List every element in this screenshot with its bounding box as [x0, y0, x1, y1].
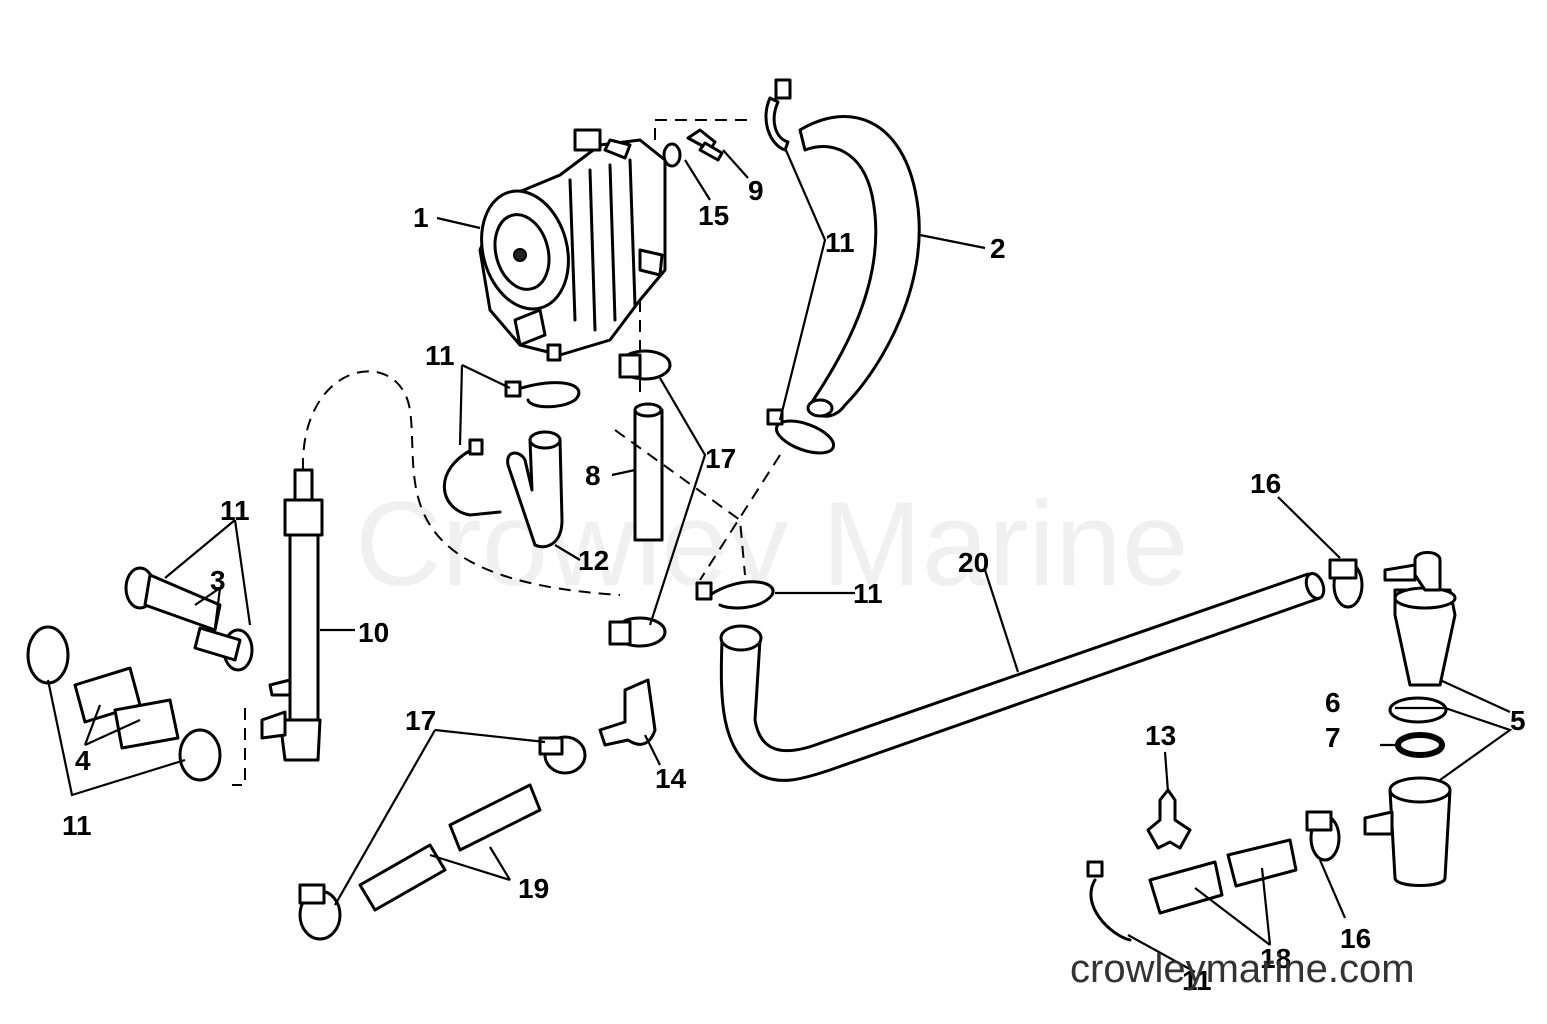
- dashed-line-fuel-loop: [301, 370, 621, 596]
- part-13-fitting: [1146, 788, 1192, 850]
- part-11-clamp-mid: [504, 380, 581, 409]
- callout-14: 14: [655, 763, 687, 794]
- part-4-fittings: [26, 625, 222, 782]
- part-16-clamp-top: [1328, 558, 1364, 609]
- callouts: 1 2 3 4 5 6 7 8 9 10 11 11 11 11 11 11 1…: [62, 175, 1526, 996]
- part-1-fuel-pump: [478, 128, 667, 362]
- callout-11-mid: 11: [425, 340, 455, 371]
- callout-12: 12: [578, 545, 609, 576]
- callout-8: 8: [585, 460, 601, 491]
- site-url: crowleymarine.com: [1070, 947, 1415, 991]
- part-19-hoses: [358, 783, 542, 912]
- callout-9: 9: [748, 175, 764, 206]
- callout-18: 18: [1260, 943, 1291, 974]
- callout-16-top: 16: [1250, 468, 1281, 499]
- part-11-clamp-top: [764, 78, 792, 152]
- part-16-clamp-bottom: [1305, 810, 1341, 862]
- part-9-bolt: [686, 128, 724, 162]
- part-7-gasket: [1395, 732, 1445, 758]
- part-17-clamp-bottom-left: [298, 883, 342, 941]
- part-17-clamp-top: [618, 349, 672, 381]
- callout-11-right: 11: [853, 578, 883, 609]
- callout-20: 20: [958, 547, 989, 578]
- callout-5: 5: [1510, 705, 1526, 736]
- callout-11-top: 11: [825, 227, 855, 258]
- callout-15: 15: [698, 200, 729, 231]
- callout-11-bottom-left: 11: [62, 810, 92, 841]
- callout-3: 3: [210, 565, 226, 596]
- part-6-o-ring: [1388, 696, 1448, 724]
- dashed-line-left: [232, 708, 246, 786]
- callout-10: 10: [358, 617, 389, 648]
- part-11-clamp-bottom-right: [1086, 860, 1132, 942]
- part-3-fitting-upper: [124, 566, 222, 632]
- callout-19: 19: [518, 873, 549, 904]
- callout-16-bottom: 16: [1340, 923, 1371, 954]
- callout-1: 1: [413, 202, 429, 233]
- callout-7: 7: [1325, 722, 1341, 753]
- callout-17-right: 17: [705, 443, 736, 474]
- callout-13: 13: [1145, 720, 1176, 751]
- part-18-hoses: [1148, 838, 1298, 915]
- part-5-filter-top: [1383, 551, 1457, 687]
- callout-2: 2: [990, 233, 1006, 264]
- dashed-line-pump-to-hose: [654, 119, 750, 140]
- callout-11-bottom-right: 11: [1182, 965, 1212, 996]
- part-15-washer: [662, 142, 682, 168]
- part-17-clamp-bottom: [608, 616, 667, 648]
- dashed-line-tube-to-20: [614, 429, 746, 576]
- dashed-line-clamp: [699, 454, 781, 581]
- part-5-filter-bowl: [1363, 776, 1452, 887]
- callout-4: 4: [75, 745, 91, 776]
- part-3-fitting-lower: [193, 626, 254, 672]
- callout-11-left: 11: [220, 495, 250, 526]
- part-12-elbow-hose: [506, 430, 564, 549]
- leader-lines: [46, 147, 1513, 973]
- part-14-elbow: [598, 678, 657, 747]
- callout-17-left: 17: [405, 705, 436, 736]
- part-8-tube: [633, 402, 664, 542]
- part-11-clamp-right: [695, 580, 775, 610]
- part-2-hose: [798, 115, 921, 418]
- part-11-wire-clamp: [442, 438, 502, 517]
- part-20-long-hose: [719, 571, 1326, 782]
- part-17-clamp-lower: [538, 735, 587, 775]
- part-10-fuel-line: [260, 468, 324, 762]
- part-11-clamp-hose-bottom: [766, 408, 836, 455]
- callout-6: 6: [1325, 687, 1341, 718]
- hose-2-end: [806, 398, 834, 418]
